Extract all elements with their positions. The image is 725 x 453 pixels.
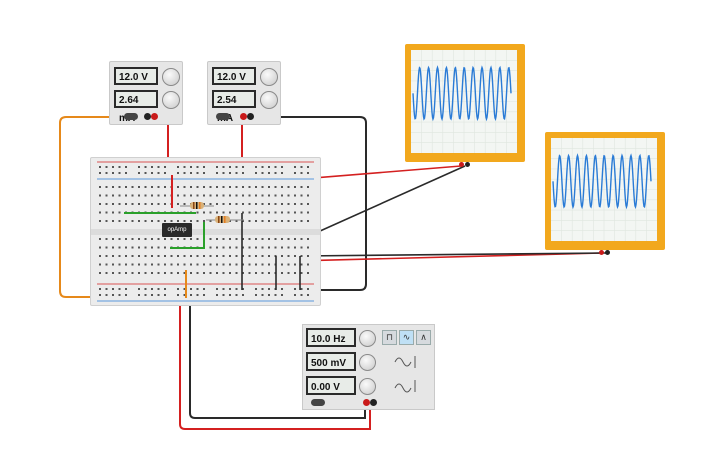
psu2-voltage-display: 12.0 V (212, 67, 256, 85)
psu2-terminal-neg[interactable] (247, 113, 254, 120)
psu1-terminal-pos[interactable] (151, 113, 158, 120)
psu2-voltage-knob-icon[interactable] (260, 68, 278, 86)
oscilloscope-1-screen (411, 50, 517, 153)
fg-offset-display: 0.00 V (306, 376, 356, 395)
scope2-terminal-pos[interactable] (599, 250, 604, 255)
fg-amplitude-knob-icon[interactable] (359, 354, 376, 371)
psu1-voltage-knob-icon[interactable] (162, 68, 180, 86)
power-supply-1[interactable]: 12.0 V 2.64 mA (109, 61, 183, 125)
fg-frequency-display: 10.0 Hz (306, 328, 356, 347)
wire-black-psu2[interactable] (246, 116, 367, 291)
oscilloscope-2[interactable] (545, 132, 665, 250)
oscilloscope-2-screen (551, 138, 657, 241)
sine-trace (552, 153, 652, 210)
fg-terminal-pos[interactable] (363, 399, 370, 406)
fg-offset-knob-icon[interactable] (359, 378, 376, 395)
psu1-power-switch-icon[interactable] (124, 113, 138, 120)
psu1-terminal-neg[interactable] (144, 113, 151, 120)
sine-wave-icon[interactable]: ∿ (399, 330, 414, 345)
opamp-chip[interactable]: opAmp (162, 223, 192, 237)
scope1-terminal-neg[interactable] (465, 162, 470, 167)
oscilloscope-2-trace (551, 138, 657, 241)
fg-power-switch-icon[interactable] (311, 399, 325, 406)
amplitude-glyph-icon (394, 356, 416, 368)
function-generator[interactable]: 10.0 Hz 500 mV 0.00 V ⊓ ∿ ∧ (302, 324, 435, 410)
fg-frequency-knob-icon[interactable] (359, 330, 376, 347)
oscilloscope-1-trace (411, 50, 517, 153)
oscilloscope-1[interactable] (405, 44, 525, 162)
wire-black-scope1[interactable] (299, 165, 466, 241)
psu1-voltage-display: 12.0 V (114, 67, 158, 85)
scope1-terminal-pos[interactable] (459, 162, 464, 167)
resistor-1-icon[interactable] (180, 202, 214, 209)
psu2-current-knob-icon[interactable] (260, 91, 278, 109)
wire-green-2[interactable] (170, 222, 205, 249)
wire-black-scope2[interactable] (299, 252, 607, 257)
sine-trace (412, 65, 512, 122)
fg-terminal-neg[interactable] (370, 399, 377, 406)
offset-glyph-icon (394, 380, 416, 393)
scope2-terminal-neg[interactable] (605, 250, 610, 255)
triangle-wave-icon[interactable]: ∧ (416, 330, 431, 345)
wire-red-fg[interactable] (179, 270, 371, 430)
wire-orange-psu[interactable] (59, 116, 128, 298)
psu1-current-knob-icon[interactable] (162, 91, 180, 109)
psu2-power-switch-icon[interactable] (216, 113, 230, 120)
breadboard[interactable] (90, 157, 321, 306)
wire-black-fg[interactable] (189, 265, 366, 419)
fg-amplitude-display: 500 mV (306, 352, 356, 371)
psu2-terminal-pos[interactable] (240, 113, 247, 120)
square-wave-icon[interactable]: ⊓ (382, 330, 397, 345)
power-supply-2[interactable]: 12.0 V 2.54 mA (207, 61, 281, 125)
resistor-2-icon[interactable] (206, 216, 244, 223)
